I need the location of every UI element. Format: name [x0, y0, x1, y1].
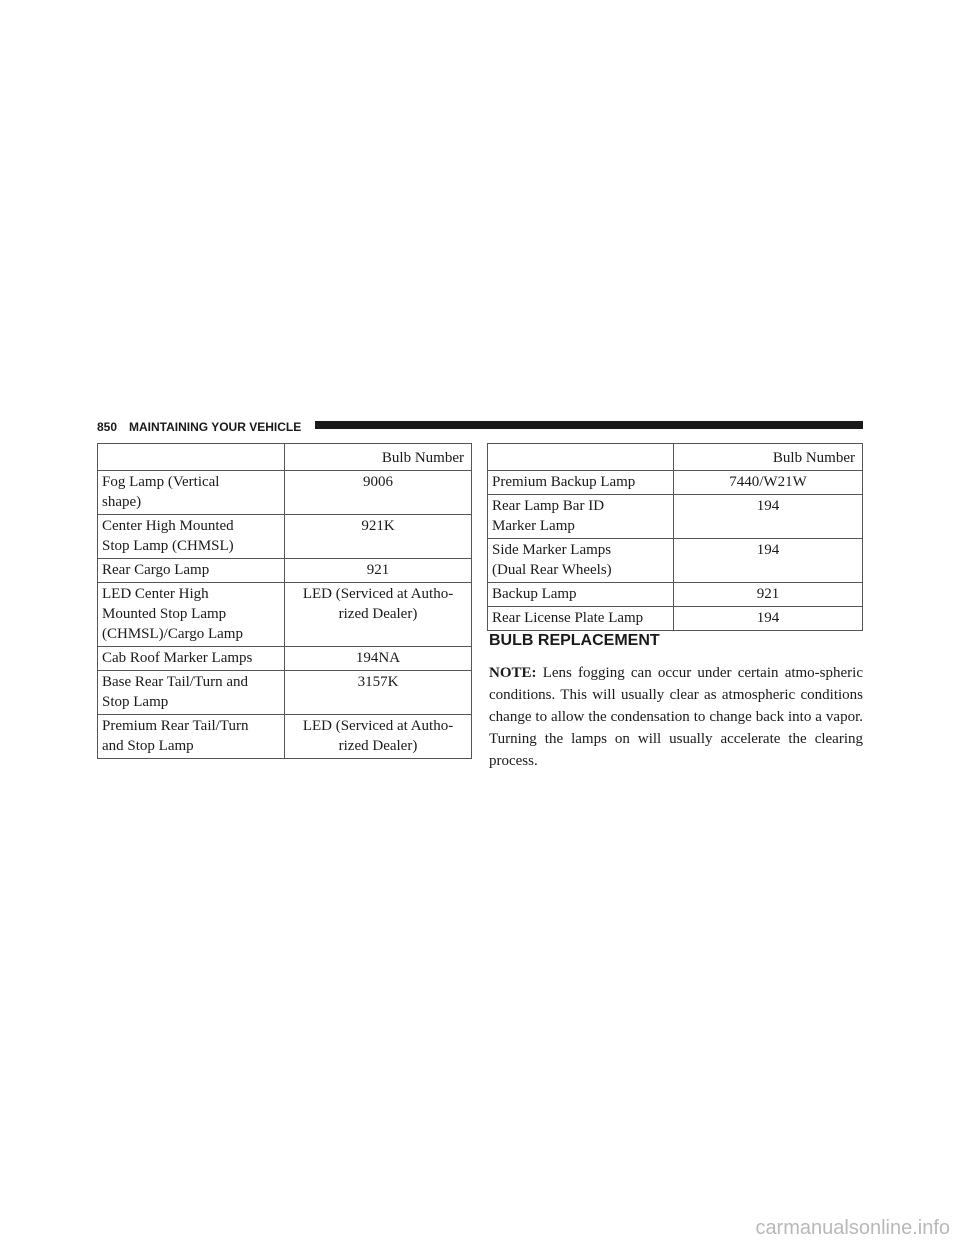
lamp-name: Premium Rear Tail/Turn and Stop Lamp [97, 714, 285, 759]
bulb-number: 921 [284, 558, 472, 583]
table-row: Backup Lamp 921 [487, 582, 863, 607]
section-title-bulb-replacement: BULB REPLACEMENT [489, 632, 660, 649]
bulb-number: 194 [673, 494, 863, 539]
bulb-number: 7440/W21W [673, 470, 863, 495]
lamp-name: Fog Lamp (Vertical shape) [97, 470, 285, 515]
table-row: Side Marker Lamps (Dual Rear Wheels) 194 [487, 538, 863, 583]
lamp-name: Rear Lamp Bar ID Marker Lamp [487, 494, 674, 539]
table-header-blank [97, 443, 285, 471]
lamp-name: Side Marker Lamps (Dual Rear Wheels) [487, 538, 674, 583]
bulb-table-right: Bulb Number Premium Backup Lamp 7440/W21… [487, 443, 863, 631]
bulb-number: 3157K [284, 670, 472, 715]
lamp-name: Backup Lamp [487, 582, 674, 607]
table-row: LED Center High Mounted Stop Lamp (CHMSL… [97, 582, 472, 647]
table-row: Fog Lamp (Vertical shape) 9006 [97, 470, 472, 515]
table-row: Premium Backup Lamp 7440/W21W [487, 470, 863, 495]
lamp-name: Base Rear Tail/Turn and Stop Lamp [97, 670, 285, 715]
bulb-table-left: Bulb Number Fog Lamp (Vertical shape) 90… [97, 443, 472, 759]
table-row: Cab Roof Marker Lamps 194NA [97, 646, 472, 671]
section-heading: MAINTAINING YOUR VEHICLE [129, 420, 302, 434]
table-row: Center High Mounted Stop Lamp (CHMSL) 92… [97, 514, 472, 559]
bulb-number: 194 [673, 538, 863, 583]
table-row: Base Rear Tail/Turn and Stop Lamp 3157K [97, 670, 472, 715]
table-header-row: Bulb Number [487, 443, 863, 471]
bulb-number: 9006 [284, 470, 472, 515]
page-header: 850 MAINTAINING YOUR VEHICLE [97, 419, 863, 435]
table-row: Rear License Plate Lamp 194 [487, 606, 863, 631]
table-header-blank [487, 443, 674, 471]
bulb-number: 194 [673, 606, 863, 631]
lamp-name: Cab Roof Marker Lamps [97, 646, 285, 671]
table-row: Premium Rear Tail/Turn and Stop Lamp LED… [97, 714, 472, 759]
bulb-number: 921 [673, 582, 863, 607]
bulb-number: LED (Serviced at Autho- rized Dealer) [284, 714, 472, 759]
table-header-row: Bulb Number [97, 443, 472, 471]
table-row: Rear Cargo Lamp 921 [97, 558, 472, 583]
lamp-name: Premium Backup Lamp [487, 470, 674, 495]
lamp-name: Rear License Plate Lamp [487, 606, 674, 631]
lamp-name: Rear Cargo Lamp [97, 558, 285, 583]
note-label: NOTE: [489, 665, 537, 681]
lamp-name: LED Center High Mounted Stop Lamp (CHMSL… [97, 582, 285, 647]
lamp-name: Center High Mounted Stop Lamp (CHMSL) [97, 514, 285, 559]
bulb-number: 194NA [284, 646, 472, 671]
page-number: 850 [97, 420, 118, 434]
column-header-bulb-number: Bulb Number [284, 443, 472, 471]
note-paragraph: NOTE: Lens fogging can occur under certa… [489, 662, 863, 772]
note-text: Lens fogging can occur under certain atm… [489, 665, 863, 769]
header-rule [315, 421, 863, 429]
column-header-bulb-number: Bulb Number [673, 443, 863, 471]
table-row: Rear Lamp Bar ID Marker Lamp 194 [487, 494, 863, 539]
watermark: carmanualsonline.info [755, 1217, 950, 1239]
bulb-number: 921K [284, 514, 472, 559]
bulb-number: LED (Serviced at Autho- rized Dealer) [284, 582, 472, 647]
